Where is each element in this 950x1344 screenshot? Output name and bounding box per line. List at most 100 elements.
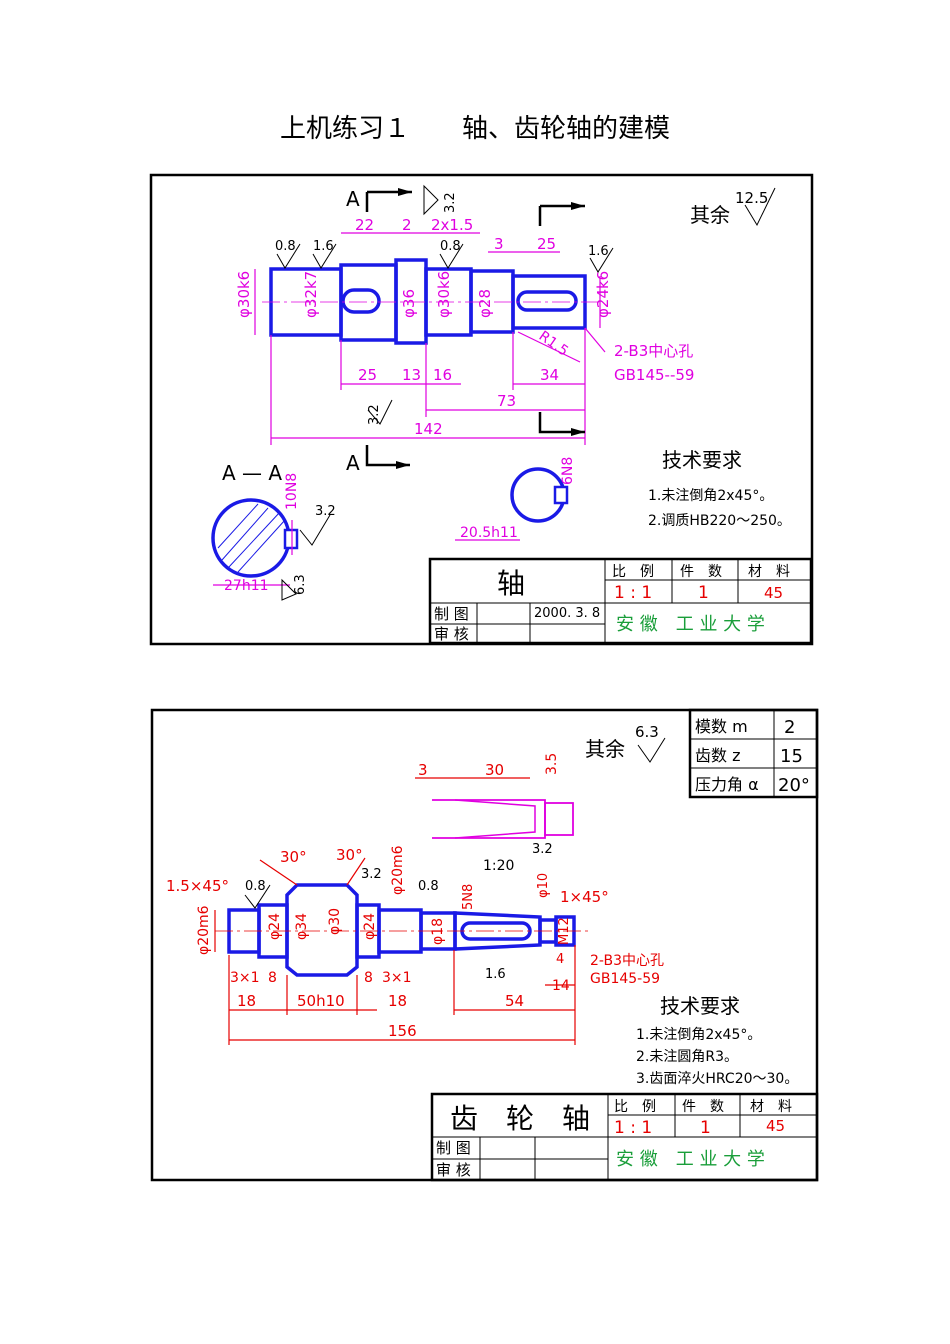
shaft-tech-item-2: 2.调质HB220～250。 xyxy=(648,513,791,529)
gear-param-value-3: 20° xyxy=(778,775,810,796)
shaft-date: 2000. 3. 8 xyxy=(534,606,600,621)
gear-dim-bottom-8: 18 xyxy=(237,992,256,1010)
shaft-dim-top-1: 22 xyxy=(355,216,374,234)
section-letter-top: A xyxy=(346,187,360,211)
shaft-dim-bottom-1: 25 xyxy=(358,366,377,384)
gear-header-material: 材 料 xyxy=(750,1099,792,1115)
gear-dim-bottom-5: 4 xyxy=(556,952,564,967)
gear-part-name: 齿 轮 轴 xyxy=(450,1102,590,1135)
shaft-rest-label: 其余 xyxy=(690,203,730,227)
shaft-header-material: 材 料 xyxy=(748,564,790,580)
shaft-rest-value: 12.5 xyxy=(735,189,768,207)
gear-tech-item-1: 1.未注倒角2x45°。 xyxy=(636,1027,761,1043)
roughness-8: 6.3 xyxy=(293,574,308,595)
gear-header-scale: 比 例 xyxy=(614,1099,656,1115)
gear-dim-bottom-12: 156 xyxy=(388,1022,417,1040)
gear-dia-7: M12 xyxy=(557,917,572,945)
section-dim-3: 6N8 xyxy=(560,457,576,485)
shaft-header-count: 件 数 xyxy=(680,564,722,580)
shaft-header-scale: 比 例 xyxy=(612,564,654,580)
gear-dim-top-2: 30° xyxy=(336,846,363,864)
shaft-count-value: 1 xyxy=(698,583,709,603)
gear-dim-top-1: 30° xyxy=(280,848,307,866)
gear-dim-bottom-2: 8 xyxy=(268,970,277,986)
shaft-dim-bottom-2: 13 xyxy=(402,366,421,384)
roughness-6: 3.2 xyxy=(367,404,382,425)
gear-dia-5: φ24 xyxy=(362,913,378,940)
shaft-dimensions xyxy=(254,232,606,445)
shaft-center-hole-2: GB145--59 xyxy=(614,366,694,384)
shaft-check-label: 审 核 xyxy=(434,625,469,643)
shaft-dim-bottom-4: 34 xyxy=(540,366,559,384)
gear-dim-top-3: 1.5×45° xyxy=(166,877,229,895)
gear-dim-top-11: 1×45° xyxy=(560,888,609,906)
gear-dim-bottom-4: 3×1 xyxy=(382,970,412,986)
shaft-dim-top-2: 2 xyxy=(402,216,412,234)
section-dim-4: 20.5h11 xyxy=(460,525,518,541)
gear-dia-3: φ34 xyxy=(294,913,310,940)
section-marks xyxy=(365,188,585,469)
gear-dia-4: φ30 xyxy=(327,908,343,935)
gear-center-hole-2: GB145-59 xyxy=(590,971,660,987)
gear-dim-bottom-9: 50h10 xyxy=(297,992,345,1010)
gear-dim-top-5: φ20m6 xyxy=(390,845,406,895)
shaft-dim-bottom-6: 142 xyxy=(414,420,443,438)
gear-dim-bottom-6: 1.6 xyxy=(485,967,506,982)
shaft-scale-value: 1 : 1 xyxy=(614,583,652,603)
gear-dia-2: φ24 xyxy=(267,913,283,940)
gear-rest-value: 6.3 xyxy=(635,723,659,741)
gear-dim-bottom-7: 14 xyxy=(552,978,570,994)
gear-param-label-1: 模数 m xyxy=(695,717,748,736)
roughness-symbols xyxy=(276,184,776,425)
shaft-part-name: 轴 xyxy=(497,567,525,600)
gear-dim-top-4: 3.2 xyxy=(361,867,382,882)
gear-param-value-1: 2 xyxy=(784,717,795,738)
gear-check-label: 审 核 xyxy=(436,1161,471,1179)
gear-param-value-2: 15 xyxy=(780,746,803,767)
shaft-dia-4: φ30k6 xyxy=(435,271,453,318)
gear-center-hole-1: 2-B3中心孔 xyxy=(590,953,664,969)
section-dim-2: 27h11 xyxy=(224,578,269,594)
gear-rest-roughness xyxy=(637,737,666,763)
gear-school: 安 徽 工 业 大 学 xyxy=(616,1149,765,1170)
gear-param-label-2: 齿数 z xyxy=(695,746,741,765)
section-keyway-view xyxy=(455,467,569,541)
gear-material-value: 45 xyxy=(766,1117,785,1135)
section-view-title: A — A xyxy=(222,461,282,485)
roughness-5: 1.6 xyxy=(588,244,609,259)
gear-dim-top-9: 3.2 xyxy=(532,842,553,857)
keyway-detail xyxy=(415,777,574,839)
gear-tech-title: 技术要求 xyxy=(660,994,740,1018)
gear-title-block xyxy=(430,1092,819,1182)
gear-tech-item-2: 2.未注圆角R3。 xyxy=(636,1049,738,1065)
roughness-7: 3.2 xyxy=(315,504,336,519)
shaft-dia-5: φ28 xyxy=(476,289,494,318)
shaft-center-hole-1: 2-B3中心孔 xyxy=(614,342,693,360)
gear-dim-top-10: φ10 xyxy=(536,873,551,898)
gear-param-label-3: 压力角 α xyxy=(695,775,759,794)
gear-shaft-outline xyxy=(215,883,590,977)
gear-dim-bottom-1: 3×1 xyxy=(230,970,260,986)
gear-drawing: 模数 m 2 齿数 z 15 压力角 α 20° 其余 6.3 3 30 3.5 xyxy=(150,708,819,1182)
gear-rest-label: 其余 xyxy=(585,737,625,761)
gear-tech-item-3: 3.齿面淬火HRC20～30。 xyxy=(636,1071,798,1087)
shaft-dim-top-4: 3 xyxy=(494,235,504,253)
shaft-outline xyxy=(262,258,598,345)
roughness-3: 3.2 xyxy=(443,192,458,213)
shaft-school: 安 徽 工 业 大 学 xyxy=(616,614,765,635)
keyway-dim-3: 3.5 xyxy=(544,753,560,775)
keyway-left xyxy=(341,288,381,314)
shaft-dim-top-5: 25 xyxy=(537,235,556,253)
shaft-dim-bottom-3: 16 xyxy=(433,366,452,384)
shaft-drawn-label: 制 图 xyxy=(434,605,469,623)
section-aa-view xyxy=(211,498,299,586)
shaft-material-value: 45 xyxy=(764,584,783,602)
gear-header-count: 件 数 xyxy=(682,1099,724,1115)
shaft-dia-6: φ24k6 xyxy=(594,271,612,318)
gear-params-table xyxy=(688,708,819,799)
roughness-4: 0.8 xyxy=(440,239,461,254)
shaft-dia-2: φ32k7 xyxy=(302,271,320,318)
gear-dim-top-6: 0.8 xyxy=(418,879,439,894)
keyway-dim-1: 3 xyxy=(418,761,428,779)
